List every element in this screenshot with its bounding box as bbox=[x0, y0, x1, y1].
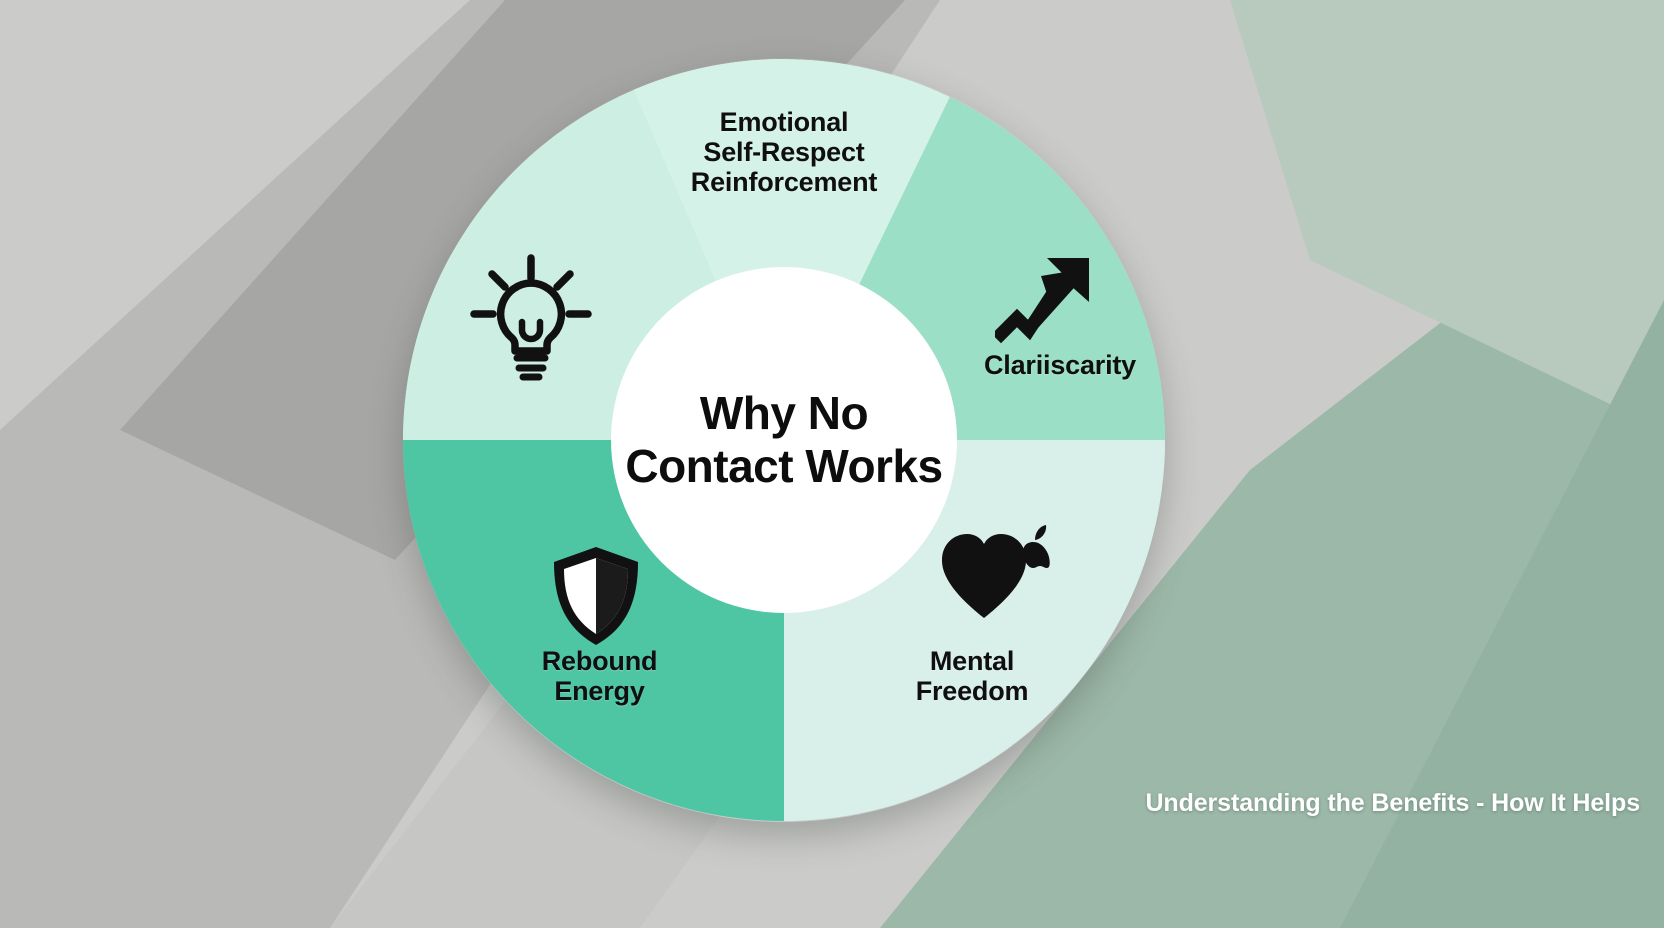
apple-body bbox=[1023, 542, 1050, 568]
donut-chart: Why No Contact Works bbox=[403, 58, 1165, 822]
shield-half-dark bbox=[596, 558, 628, 634]
shield-icon bbox=[548, 544, 644, 648]
segment-label-emotional-self-respect-reinforcement: Emotional Self-Respect Reinforcement bbox=[690, 107, 878, 198]
page-title: Why No Contact Works bbox=[625, 387, 943, 492]
heart-apple-icon bbox=[936, 518, 1052, 624]
arrow-up-right-icon bbox=[991, 256, 1095, 346]
background-green-light-wedge bbox=[1230, 0, 1664, 430]
segment-label-rebound-energy: Rebound Energy bbox=[541, 646, 658, 707]
segment-label-mental-freedom: Mental Freedom bbox=[915, 646, 1029, 707]
segment-label-clariiscarity: Clariiscarity bbox=[984, 350, 1136, 380]
apple-leaf bbox=[1035, 525, 1047, 540]
lightbulb-icon bbox=[466, 252, 596, 382]
background-green-dark-wedge bbox=[1340, 300, 1664, 928]
donut-center-hub: Why No Contact Works bbox=[611, 267, 957, 613]
heart-shape bbox=[942, 534, 1026, 618]
footer-caption: Understanding the Benefits - How It Help… bbox=[1145, 789, 1640, 817]
